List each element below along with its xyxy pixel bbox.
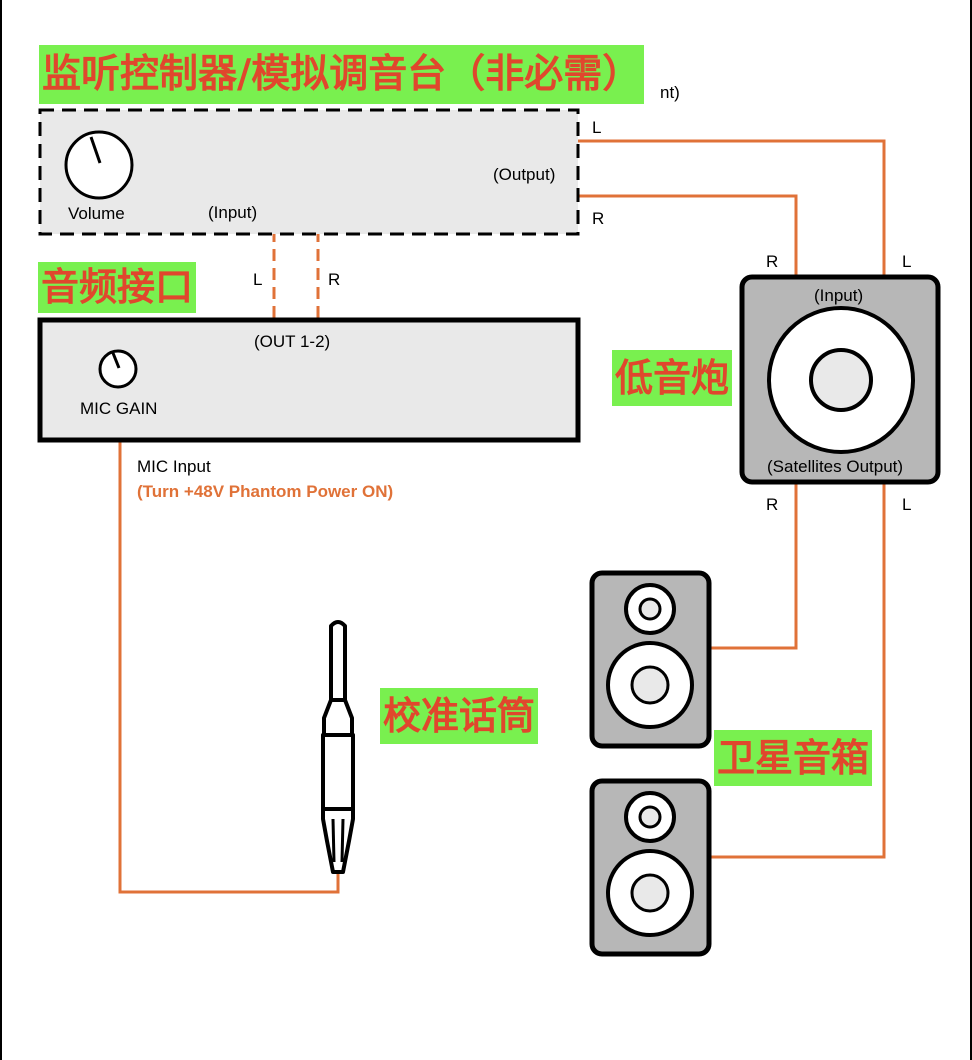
cable-controller-r-to-sub (580, 194, 798, 278)
volume-knob-body[interactable] (64, 130, 134, 200)
mic-connector (321, 807, 355, 874)
measurement-microphone (321, 620, 355, 874)
controller-tag-overflow-text: nt) (660, 83, 680, 102)
mic-gain-knob[interactable] (98, 349, 138, 389)
interface-out-l-label: L (253, 270, 262, 289)
audio-interface-tag: 音频接口 (38, 262, 197, 313)
monitor-controller-tag: 监听控制器/模拟调音台（非必需） (39, 45, 645, 104)
phantom-power-note: (Turn +48V Phantom Power ON) (137, 482, 393, 501)
satellite-speaker-bottom (589, 778, 712, 957)
mic-gain-knob-pointer (111, 352, 121, 369)
subwoofer-dust-cap (809, 348, 873, 412)
mic-pin-right (340, 818, 345, 863)
cable-mic-to-interface (118, 441, 340, 894)
interface-out-label: (OUT 1-2) (254, 332, 330, 351)
mic-body (321, 733, 355, 811)
sub-input-r-label: R (766, 252, 778, 271)
interface-out-r-label: R (328, 270, 340, 289)
controller-output-label: (Output) (493, 165, 555, 184)
sub-output-r-label: R (766, 495, 778, 514)
speaker-bottom-woofer-cap (630, 873, 670, 913)
speaker-top-woofer-cap (630, 665, 670, 705)
cable-controller-l-to-sub (580, 139, 886, 278)
audio-interface: L R (OUT 1-2) MIC GAIN MIC Input (Turn +… (37, 270, 581, 501)
subwoofer-tag: 低音炮 (612, 350, 733, 406)
speaker-top-tweeter-cap (638, 597, 662, 621)
sub-satellites-output-label: (Satellites Output) (767, 457, 903, 476)
sub-input-label: (Input) (814, 286, 863, 305)
satellite-speakers-tag: 卫星音箱 (714, 730, 873, 786)
monitor-controller: nt) Volume (Input) (Output) L R (38, 83, 680, 236)
mic-input-label: MIC Input (137, 457, 211, 476)
mic-gain-label: MIC GAIN (80, 399, 157, 418)
volume-knob-pointer (89, 136, 102, 164)
cable-sub-l-to-bottom-speaker (710, 484, 886, 859)
sub-output-l-label: L (902, 495, 911, 514)
mic-gain-knob-body[interactable] (98, 349, 138, 389)
cable-sub-r-to-top-speaker (710, 484, 798, 650)
volume-label: Volume (68, 204, 125, 223)
mic-collar (322, 698, 354, 737)
controller-output-r-label: R (592, 209, 604, 228)
controller-output-l-label: L (592, 118, 601, 137)
controller-input-label: (Input) (208, 203, 257, 222)
subwoofer: R L (Input) (Satellites Output) R L (739, 252, 941, 514)
microphone-tag: 校准话筒 (380, 688, 539, 744)
sub-input-l-label: L (902, 252, 911, 271)
satellite-speaker-top (589, 570, 712, 749)
volume-knob[interactable] (64, 130, 134, 200)
mic-tip (329, 620, 347, 702)
mic-pin-left (331, 818, 336, 863)
speaker-bottom-tweeter-cap (638, 805, 662, 829)
